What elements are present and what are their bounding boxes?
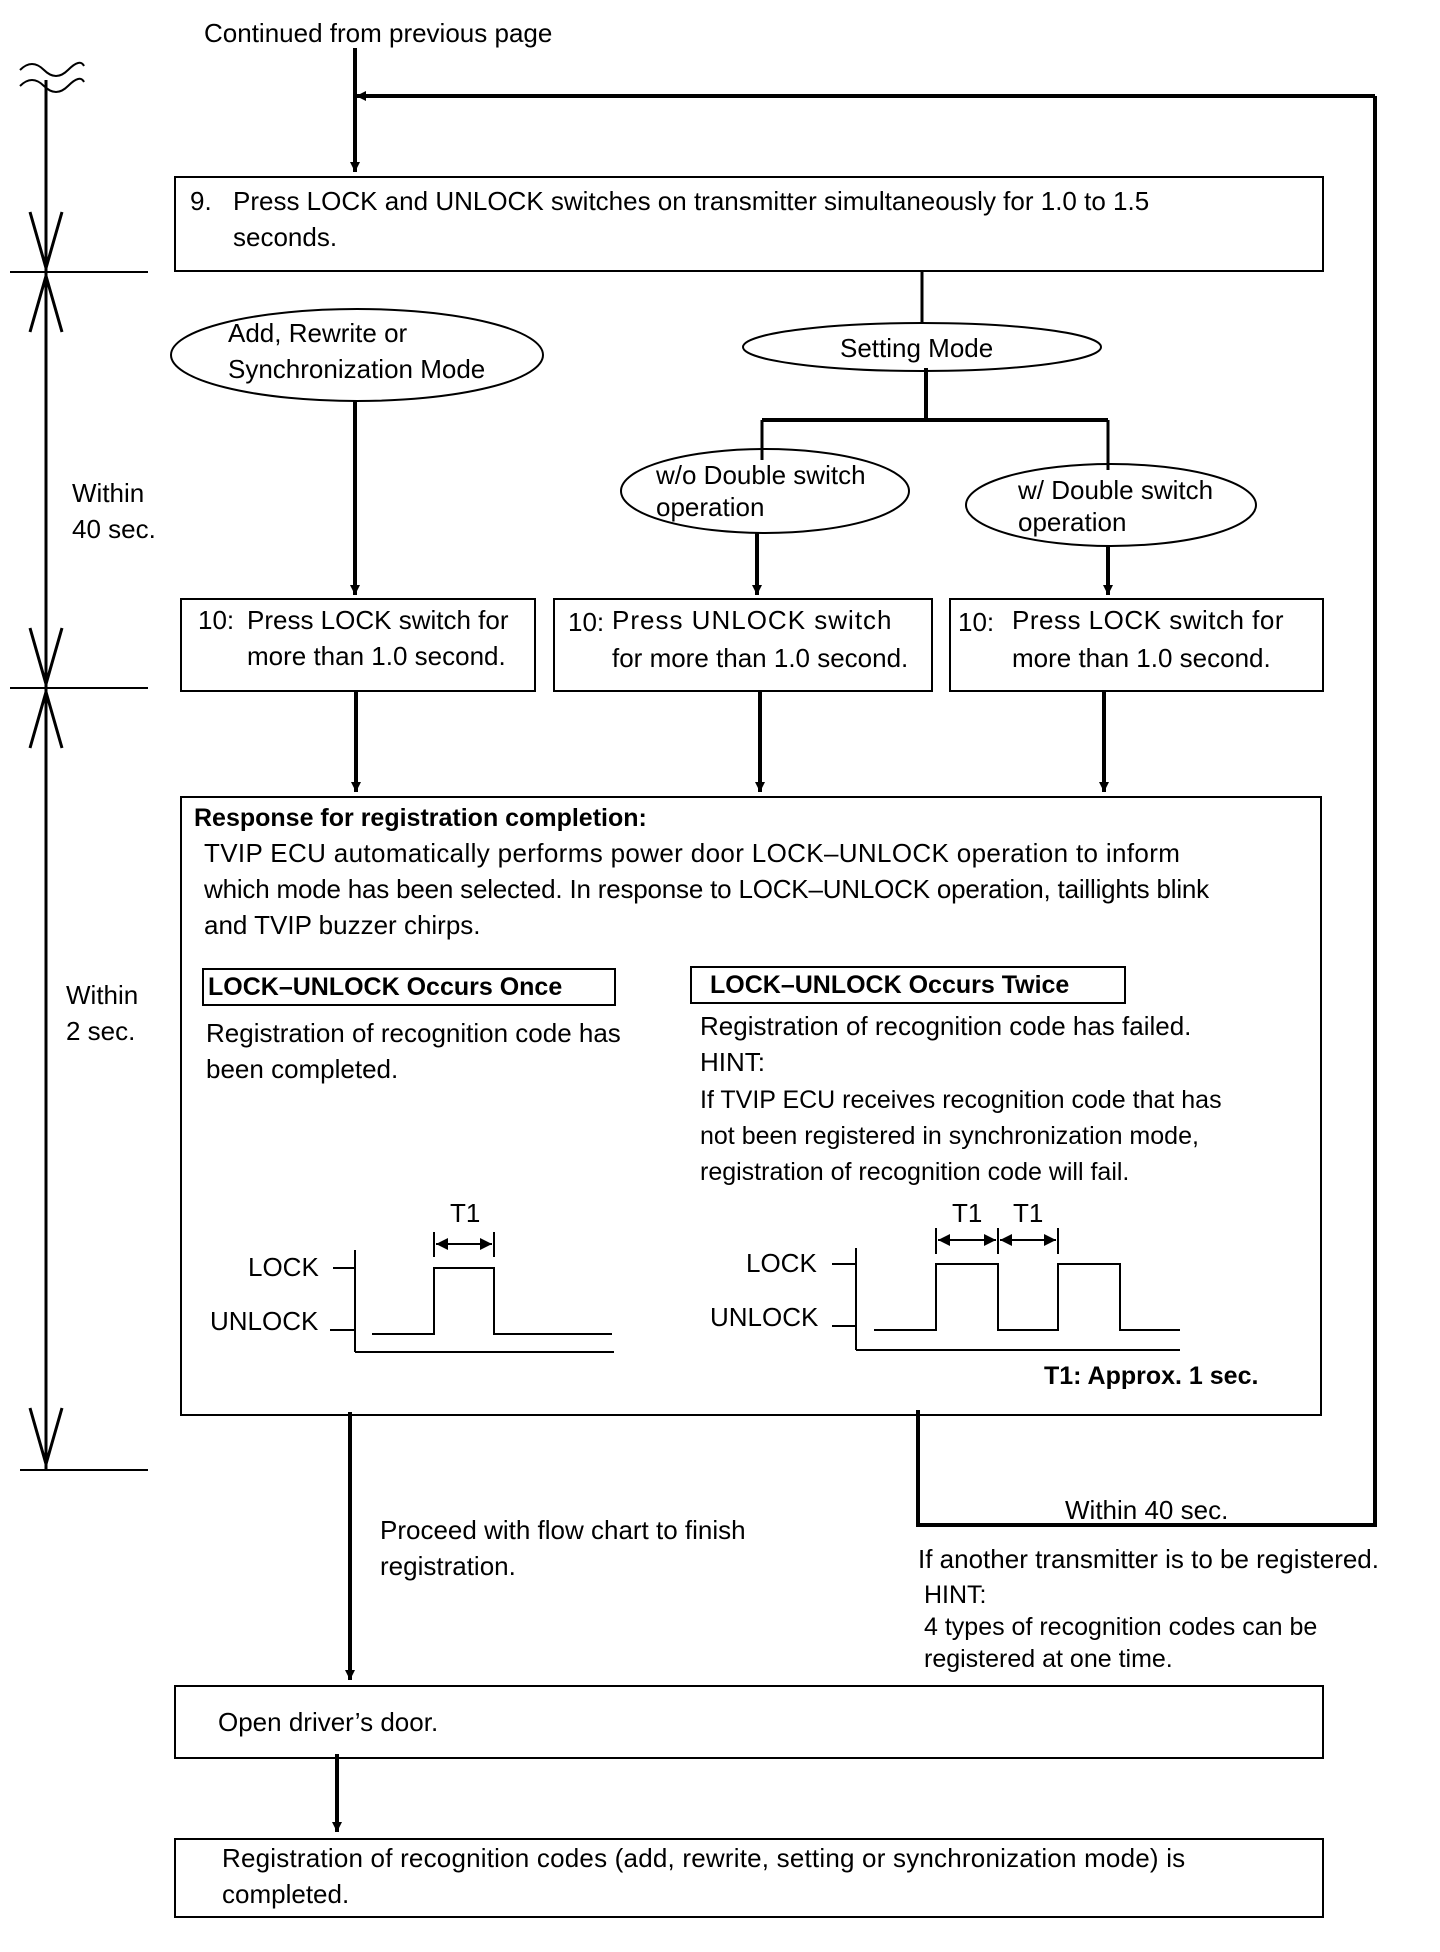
response-line-3: and TVIP buzzer chirps. (204, 910, 481, 940)
loop-hint-label: HINT: (924, 1581, 987, 1609)
add-mode-label-2: Synchronization Mode (228, 354, 486, 384)
complete-line-2: completed. (222, 1879, 350, 1909)
open-door-box (174, 1685, 1324, 1759)
within-2-label-2: 2 sec. (66, 1016, 136, 1046)
twice-line-5: registration of recognition code will fa… (700, 1158, 1130, 1186)
timing-once (330, 1232, 614, 1353)
wo-double-label-2: operation (656, 492, 765, 522)
step9-number: 9. (190, 186, 212, 216)
once-lock-label: LOCK (248, 1252, 319, 1282)
once-heading-box (202, 968, 616, 1006)
twice-line-4: not been registered in synchronization m… (700, 1122, 1199, 1150)
complete-line-1: Registration of recognition codes (add, … (222, 1843, 1186, 1873)
loop-return-line (916, 96, 1377, 1527)
ellipse-add-mode (170, 308, 544, 402)
twice-line-1: Registration of recognition code has fai… (700, 1011, 1192, 1041)
loop-another-label: If another transmitter is to be register… (918, 1544, 1379, 1574)
loop-within-label: Within 40 sec. (1065, 1495, 1229, 1525)
step10a-line-2: more than 1.0 second. (247, 641, 506, 671)
response-line-1: TVIP ECU automatically performs power do… (204, 838, 1181, 868)
within-2-label-1: Within (66, 980, 139, 1010)
timeline-arrow-up-2 (28, 686, 64, 749)
twice-line-3: If TVIP ECU receives recognition code th… (700, 1086, 1222, 1114)
timing-twice (832, 1228, 1180, 1351)
timeline-arrow-down-3 (28, 1407, 64, 1470)
once-line-2: been completed. (206, 1054, 399, 1084)
within-40-label-1: Within (72, 478, 145, 508)
timeline-arrow-up-1 (28, 270, 64, 333)
response-box (180, 796, 1322, 1416)
once-t1-label: T1 (450, 1198, 481, 1228)
proceed-line-1: Proceed with flow chart to finish (380, 1515, 746, 1545)
ellipse-w-double (965, 463, 1257, 547)
step10a-number: 10: (198, 605, 235, 635)
complete-box (174, 1838, 1324, 1918)
response-title: Response for registration completion: (194, 804, 647, 832)
twice-lock-label: LOCK (746, 1248, 817, 1278)
twice-heading-box (690, 966, 1126, 1004)
add-mode-label-1: Add, Rewrite or (228, 318, 408, 348)
loop-hint-line-2: registered at one time. (924, 1645, 1173, 1673)
w-double-label-1: w/ Double switch (1018, 475, 1214, 505)
step10c-number: 10: (958, 607, 995, 637)
twice-t1-label-b: T1 (1013, 1198, 1044, 1228)
step9-line-1: Press LOCK and UNLOCK switches on transm… (233, 186, 1150, 216)
proceed-line-2: registration. (380, 1551, 516, 1581)
step10b-box (553, 598, 933, 692)
loop-hint-line-1: 4 types of recognition codes can be (924, 1613, 1318, 1641)
step9-box (174, 176, 1324, 272)
twice-hint: HINT: (700, 1047, 765, 1077)
wo-double-label-1: w/o Double switch (656, 460, 866, 490)
w-double-label-2: operation (1018, 507, 1127, 537)
step10a-box (180, 598, 536, 692)
ellipse-wo-double (620, 448, 910, 534)
step9-line-2: seconds. (233, 222, 338, 252)
t1-note: T1: Approx. 1 sec. (1044, 1362, 1259, 1390)
timeline-arrow-down-1 (28, 211, 64, 274)
step10b-number: 10: (568, 607, 605, 637)
open-door-text: Open driver’s door. (218, 1707, 439, 1737)
continued-label: Continued from previous page (204, 18, 553, 48)
once-line-1: Registration of recognition code has (206, 1018, 621, 1048)
once-heading: LOCK–UNLOCK Occurs Once (208, 973, 563, 1001)
step10b-line-2: for more than 1.0 second. (612, 643, 909, 673)
twice-heading: LOCK–UNLOCK Occurs Twice (710, 971, 1070, 999)
once-unlock-label: UNLOCK (210, 1306, 319, 1336)
twice-unlock-label: UNLOCK (710, 1302, 819, 1332)
twice-t1-label-a: T1 (952, 1198, 983, 1228)
break-mark (19, 61, 85, 93)
step10b-line-1: Press UNLOCK switch (612, 605, 893, 635)
response-line-2: which mode has been selected. In respons… (204, 874, 1209, 904)
setting-mode-label: Setting Mode (840, 333, 994, 363)
within-40-label-2: 40 sec. (72, 514, 156, 544)
step10a-line-1: Press LOCK switch for (247, 605, 509, 635)
step10c-box (949, 598, 1324, 692)
timeline-arrow-down-2 (28, 627, 64, 690)
ellipse-setting-mode (742, 322, 1102, 372)
step10c-line-1: Press LOCK switch for (1012, 605, 1285, 635)
step10c-line-2: more than 1.0 second. (1012, 643, 1271, 673)
